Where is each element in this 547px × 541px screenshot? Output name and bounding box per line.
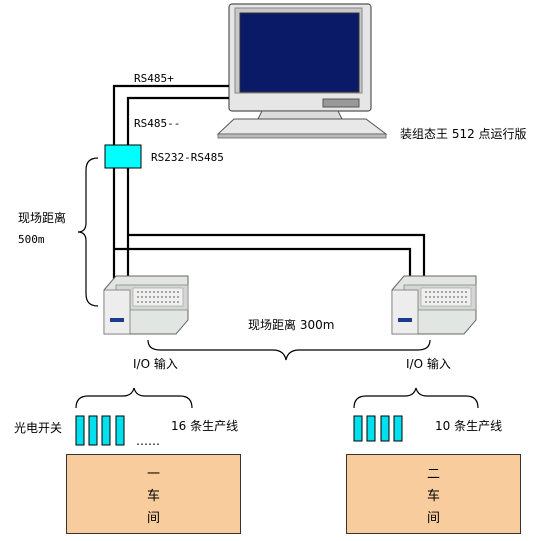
horizontal-distance-brace <box>147 339 431 361</box>
monitor-screen <box>239 12 360 93</box>
rs485-minus-label: RS485-- <box>134 117 181 130</box>
workshop-1-box: 一 车 间 <box>66 454 241 534</box>
rs485-plus-label: RS485+ <box>134 72 174 85</box>
workshop-1-char-3: 间 <box>146 511 160 526</box>
right-group-brace <box>353 387 479 409</box>
vertical-distance-label: 现场距离 <box>18 211 67 225</box>
rs485-wires <box>112 84 426 283</box>
workshop-2-char-3: 间 <box>426 511 440 526</box>
workshop-2-char-2: 车 <box>426 489 440 504</box>
right-sensor-group <box>353 415 403 442</box>
plc-right-icon <box>391 275 477 335</box>
horizontal-distance-label: 现场距离 300m <box>248 318 335 332</box>
workshop-2-char-1: 二 <box>426 467 440 482</box>
plc-left-icon <box>103 275 189 335</box>
workshop-1-char-2: 车 <box>146 489 160 504</box>
converter-box <box>104 144 142 169</box>
plc-right-io-label: I/O 输入 <box>406 357 451 371</box>
workshop-2-box: 二 车 间 <box>346 454 521 534</box>
left-line-dots: …… <box>136 434 160 448</box>
left-group-brace <box>75 387 193 409</box>
plc-left-io-label: I/O 输入 <box>133 357 178 371</box>
switch-label: 光电开关 <box>14 421 63 435</box>
converter-label: RS232-RS485 <box>151 151 224 164</box>
right-line-count-label: 10 条生产线 <box>435 419 503 433</box>
computer-label: 装组态王 512 点运行版 <box>400 127 527 141</box>
computer-monitor-icon <box>216 3 388 139</box>
left-line-count-label: 16 条生产线 <box>171 419 239 433</box>
workshop-1-char-1: 一 <box>146 467 160 482</box>
left-sensor-group <box>75 415 125 446</box>
vertical-distance-value: 500m <box>18 233 45 246</box>
vertical-distance-brace <box>77 157 99 307</box>
